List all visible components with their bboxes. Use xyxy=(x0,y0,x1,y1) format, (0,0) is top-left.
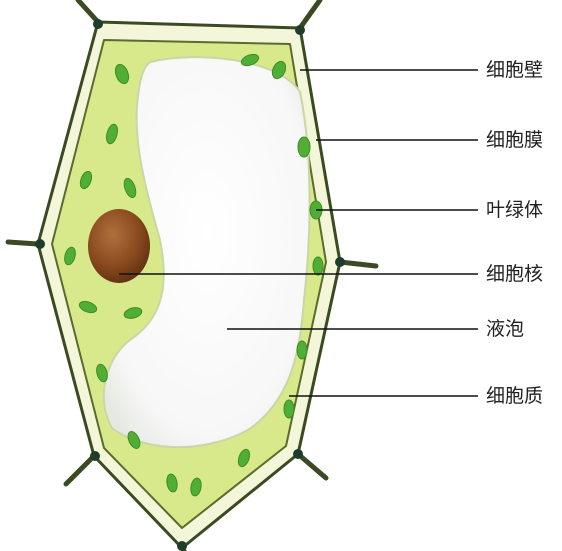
chloroplast xyxy=(313,257,323,275)
label-cell-wall: 细胞壁 xyxy=(486,59,543,81)
label-cell-membrane: 细胞膜 xyxy=(486,129,543,151)
chloroplast xyxy=(297,341,307,359)
label-cytoplasm: 细胞质 xyxy=(486,385,543,407)
chloroplast xyxy=(298,137,310,157)
nucleus xyxy=(88,209,150,283)
label-chloroplast: 叶绿体 xyxy=(486,199,543,221)
label-vacuole: 液泡 xyxy=(486,318,524,340)
chloroplast xyxy=(284,400,294,418)
label-nucleus: 细胞核 xyxy=(486,263,543,285)
